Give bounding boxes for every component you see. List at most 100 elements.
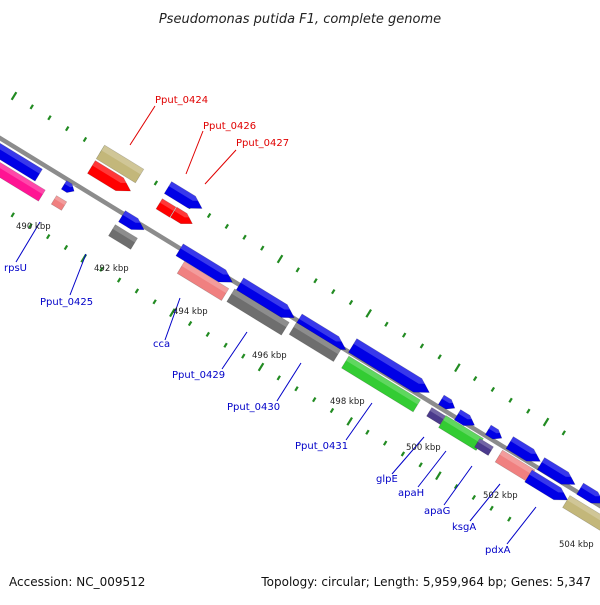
gene-feature-apah[interactable] — [438, 415, 484, 451]
map-title: Pseudomonas putida F1, complete genome — [159, 12, 441, 27]
gene-feature-pput-0427-blue-shape — [163, 181, 203, 209]
gene-label-pput-0429[interactable]: Pput_0429 — [172, 370, 225, 381]
gene-feature-right-blue-shape — [576, 482, 600, 504]
scale-tick — [472, 375, 478, 382]
kbp-label-500: 500 kbp — [406, 443, 441, 453]
gene-feature-right-khaki-highlight — [567, 495, 600, 524]
gene-feature-pput-0424-shape — [95, 144, 145, 184]
kbp-label-504: 504 kbp — [559, 540, 594, 550]
scale-tick — [260, 245, 265, 251]
gene-feature-glpe-blue-shape — [437, 394, 456, 410]
gene-label-pput-0424[interactable]: Pput_0424 — [155, 95, 208, 106]
gene-feature-glpe-blue-highlight — [441, 395, 459, 404]
scale-tick — [206, 212, 212, 219]
gene-feature-glpe[interactable] — [426, 407, 446, 425]
gene-feature-pput-0429-blue[interactable] — [235, 276, 300, 324]
scale-tick — [331, 289, 336, 295]
gene-label-pput-0430[interactable]: Pput_0430 — [227, 402, 280, 413]
gene-feature-right-khaki[interactable] — [562, 495, 600, 531]
gene-feature-left-blue-highlight — [0, 138, 43, 174]
gene-feature-pput-0427-shape — [170, 206, 193, 225]
gene-label-pput-0431[interactable]: Pput_0431 — [295, 441, 348, 452]
gene-feature-pput-0426[interactable] — [155, 198, 177, 218]
callout-line — [15, 221, 41, 263]
gene-label-pput-0427[interactable]: Pput_0427 — [236, 138, 289, 149]
scale-tick — [542, 417, 550, 427]
scale-tick — [346, 416, 353, 426]
gene-feature-pput-0429-blue-highlight — [240, 277, 300, 310]
gene-feature-pput-0427-blue[interactable] — [163, 180, 207, 214]
gene-feature-pdxa-blue[interactable] — [536, 456, 580, 490]
scale-tick — [435, 471, 442, 481]
scale-tick — [419, 343, 425, 349]
gene-feature-pput-0431-shape — [341, 355, 421, 413]
gene-feature-upper-blue-shape — [118, 210, 145, 231]
gene-feature-pput-0429[interactable] — [226, 288, 290, 336]
gene-feature-pput-0425-shape — [108, 224, 138, 250]
callout-line — [69, 253, 87, 296]
gene-features — [0, 138, 600, 531]
gene-label-pput-0426[interactable]: Pput_0426 — [203, 121, 256, 132]
gene-feature-cca-blue[interactable] — [175, 242, 237, 288]
gene-label-glpe[interactable]: glpE — [376, 474, 398, 485]
scale-tick — [82, 136, 88, 143]
scale-tick — [29, 104, 34, 110]
scale-tick — [418, 462, 423, 468]
scale-tick — [276, 375, 281, 381]
kbp-label-502: 502 kbp — [483, 491, 518, 501]
gene-feature-left-blue[interactable] — [0, 138, 43, 182]
gene-feature-left-blue-shape — [0, 138, 43, 182]
callout-line — [221, 331, 248, 370]
gene-feature-apag-blue-highlight — [488, 425, 506, 434]
gene-feature-pdxa-shape — [524, 469, 569, 501]
gene-feature-right-blue[interactable] — [576, 482, 600, 509]
callout-line — [345, 402, 373, 441]
scale-tick — [153, 180, 159, 186]
callout-line — [506, 506, 537, 545]
gene-feature-small-blue[interactable] — [60, 180, 78, 196]
gene-feature-small-pink[interactable] — [50, 195, 68, 211]
gene-feature-cca[interactable] — [176, 261, 230, 301]
gene-feature-glpe-blue[interactable] — [437, 394, 459, 413]
gene-feature-pput-0429-blue-shape — [235, 277, 295, 319]
gene-feature-pput-0431[interactable] — [341, 355, 421, 413]
gene-feature-apag-blue[interactable] — [484, 424, 506, 443]
gene-feature-pput-0431-blue-highlight — [353, 338, 435, 385]
kbp-label-498: 498 kbp — [330, 397, 365, 407]
gene-feature-apag[interactable] — [474, 438, 494, 456]
gene-feature-pput-0427[interactable] — [170, 206, 197, 229]
gene-label-ksga[interactable]: ksgA — [452, 522, 476, 533]
gene-label-apah[interactable]: apaH — [398, 488, 424, 499]
gene-feature-pput-0430[interactable] — [288, 322, 342, 362]
gene-feature-pput-0431-highlight — [346, 356, 421, 405]
gene-label-pdxa[interactable]: pdxA — [485, 545, 511, 556]
gene-feature-pput-0430-blue-highlight — [299, 313, 351, 342]
callout-line — [391, 436, 425, 475]
gene-label-rpsu[interactable]: rpsU — [4, 263, 27, 274]
gene-feature-pput-0424[interactable] — [95, 144, 145, 184]
gene-feature-pdxa-blue-highlight — [541, 457, 580, 478]
scale-tick — [169, 308, 176, 318]
gene-feature-apah-blue[interactable] — [453, 408, 479, 430]
scale-tick — [294, 386, 299, 392]
scale-tick — [313, 278, 318, 284]
gene-label-pput-0425[interactable]: Pput_0425 — [40, 297, 93, 308]
gene-feature-ksga-blue[interactable] — [505, 435, 545, 467]
gene-feature-right-khaki-shape — [562, 495, 600, 531]
gene-feature-pput-0424-red[interactable] — [87, 159, 136, 197]
gene-feature-glpe-shape — [426, 407, 446, 425]
gene-feature-pput-0425[interactable] — [108, 224, 138, 250]
scale-tick — [187, 320, 193, 327]
scale-tick — [365, 308, 372, 318]
gene-label-cca[interactable]: cca — [153, 339, 170, 350]
scale-tick — [116, 277, 122, 283]
gene-feature-pdxa[interactable] — [524, 469, 573, 506]
gene-feature-rpsu-bar[interactable] — [0, 160, 46, 202]
gene-feature-small-pink-shape — [50, 195, 68, 211]
gene-label-apag[interactable]: apaG — [424, 506, 450, 517]
scale-tick — [453, 483, 459, 490]
gene-feature-upper-blue[interactable] — [118, 209, 149, 235]
gene-feature-apag-shape — [474, 438, 494, 456]
gene-feature-pput-0431-blue[interactable] — [348, 337, 435, 399]
